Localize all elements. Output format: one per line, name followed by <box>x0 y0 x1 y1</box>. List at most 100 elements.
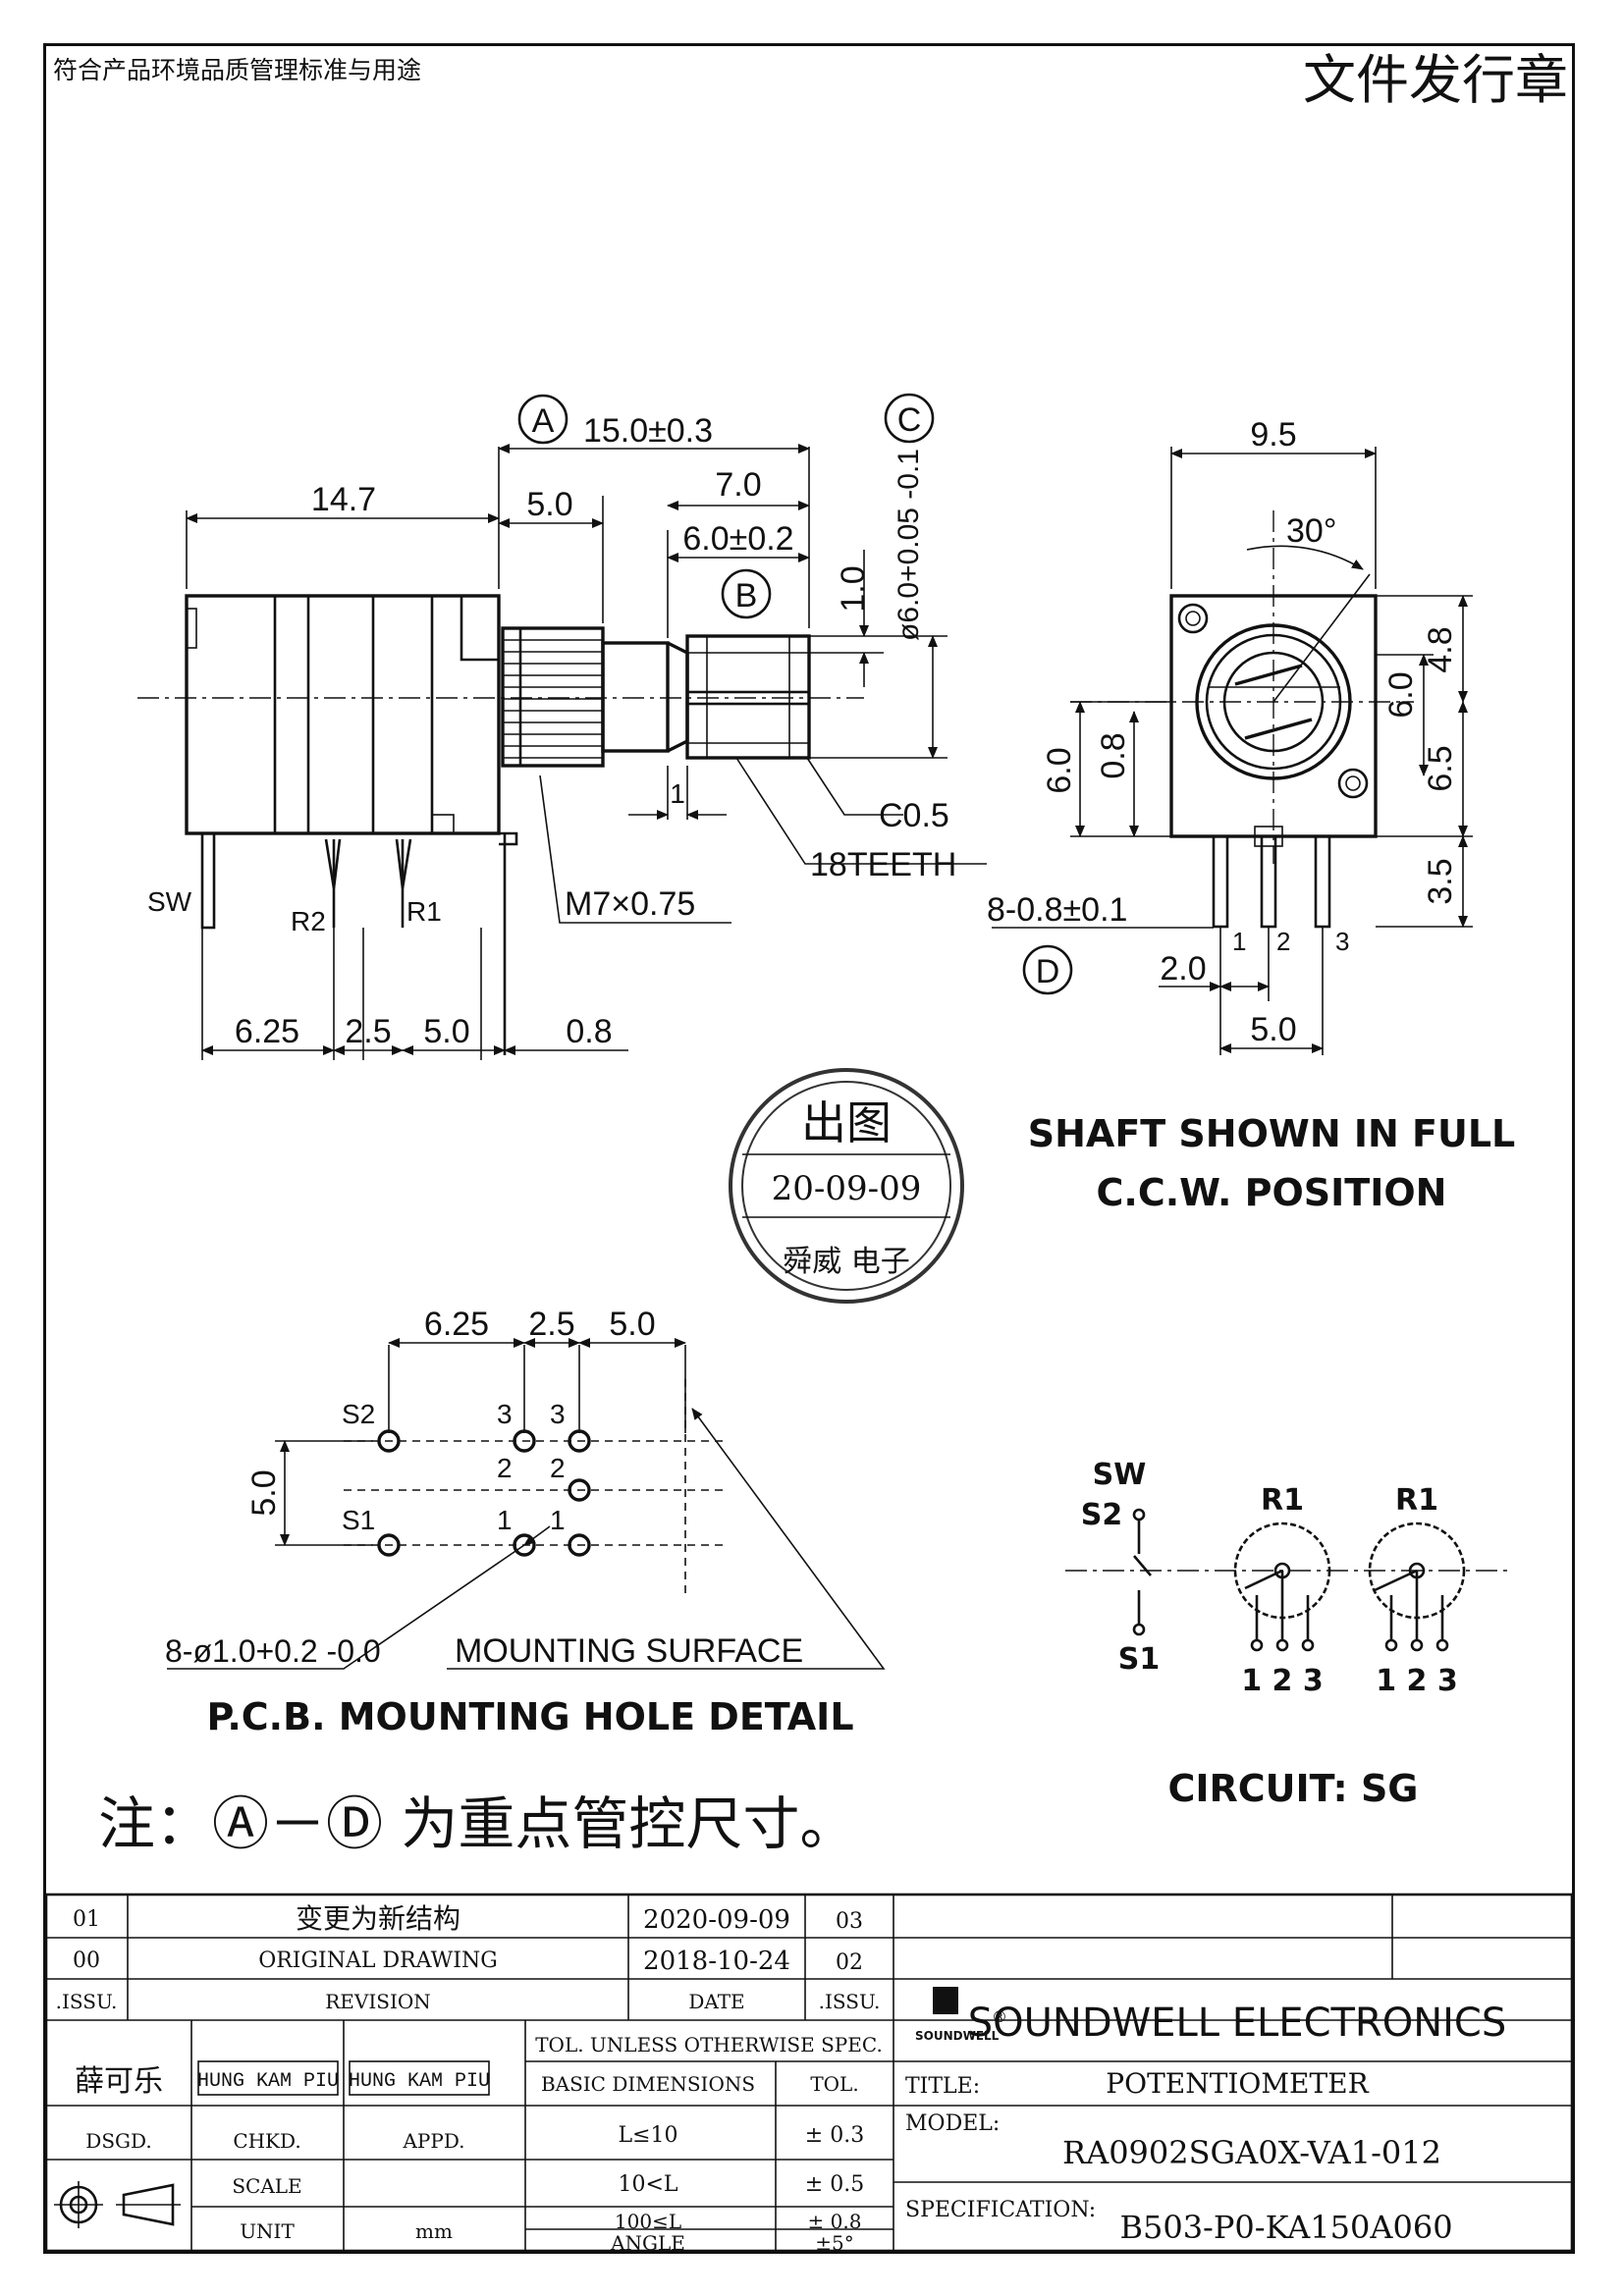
dim-6-0-right: 6.0 <box>1382 671 1420 718</box>
title-label: TITLE: <box>905 2074 980 2099</box>
dim-c-label: C <box>897 401 922 439</box>
mounting-surface: MOUNTING SURFACE <box>455 1632 803 1670</box>
company-name: SOUNDWELL ELECTRONICS <box>968 2001 1507 2046</box>
tol-value-3: ±5° <box>815 2231 853 2255</box>
pin-width: 8-0.8±0.1 <box>987 891 1127 929</box>
dsgd-label: DSGD. <box>85 2129 151 2153</box>
drawing-sheet <box>43 43 1575 2254</box>
hdr-issue: .ISSU. <box>56 1990 118 2013</box>
dim-a-value: 15.0±0.3 <box>583 412 713 450</box>
rev-date-01: 2020-09-09 <box>643 1905 790 1935</box>
rev-issue-01: 01 <box>73 1907 100 1932</box>
rev-desc-01: 变更为新结构 <box>296 1902 460 1935</box>
pitch-6-25: 6.25 <box>235 1013 299 1050</box>
dim-5-0-front: 5.0 <box>1250 1011 1296 1048</box>
tol-range-0: L≤10 <box>618 2123 677 2148</box>
pin-sw-label: SW <box>147 886 192 917</box>
circuit-r1b: R1 <box>1395 1483 1438 1518</box>
model-label: MODEL: <box>905 2111 1000 2136</box>
pcb-1a: 1 <box>497 1505 513 1535</box>
chkd-label: CHKD. <box>233 2129 300 2153</box>
issue-stamp: 出图 20-09-09 舜威 电子 <box>729 1068 964 1304</box>
pcb-s2: S2 <box>342 1399 375 1429</box>
title-value: POTENTIOMETER <box>1106 2067 1369 2100</box>
hdr-revision: REVISION <box>325 1990 431 2013</box>
pitch-2-5: 2.5 <box>345 1013 391 1050</box>
pin-r1-label: R1 <box>406 896 442 927</box>
pcb-1b: 1 <box>550 1505 566 1535</box>
pcb-dim-2-5: 2.5 <box>528 1306 574 1343</box>
pcb-2a: 2 <box>497 1453 513 1483</box>
angle-30: 30° <box>1286 512 1336 550</box>
pin-1-label: 1 <box>1232 927 1246 956</box>
dim-9-5: 9.5 <box>1250 416 1296 454</box>
tol-range-3: ANGLE <box>610 2231 685 2255</box>
unit-value: mm <box>415 2219 453 2243</box>
circuit-s2: S2 <box>1081 1498 1122 1532</box>
dim-5-0: 5.0 <box>526 486 572 523</box>
pcb-hole-spec: 8-ø1.0+0.2 -0.0 <box>165 1633 381 1669</box>
circuit-sw: SW <box>1093 1458 1147 1492</box>
circuit-pins-b: 1 2 3 <box>1376 1664 1458 1698</box>
approver-name: HUNG KAM PIU <box>349 2070 490 2093</box>
dim-14-7: 14.7 <box>311 481 376 518</box>
pcb-detail: 6.25 2.5 5.0 5.0 S2 S1 3 3 2 2 1 1 8-ø1.… <box>165 1306 886 1738</box>
pcb-dim-6-25: 6.25 <box>424 1306 489 1343</box>
circuit-caption: CIRCUIT: SG <box>1168 1767 1419 1810</box>
unit-label: UNIT <box>240 2219 295 2243</box>
tol-value-0: ± 0.3 <box>805 2123 864 2148</box>
tol-value-1: ± 0.5 <box>805 2172 864 2197</box>
compliance-note: 符合产品环境品质管理标准与用途 <box>53 56 421 84</box>
basic-dimensions: BASIC DIMENSIONS <box>541 2072 755 2096</box>
dim-4-8: 4.8 <box>1422 626 1459 672</box>
dim-6-0-tol: 6.0±0.2 <box>682 520 793 558</box>
title-block: 01 变更为新结构 2020-09-09 03 00 ORIGINAL DRAW… <box>44 1893 1574 2255</box>
dim-3-5: 3.5 <box>1422 858 1459 904</box>
thread-hatch <box>503 628 603 766</box>
circuit-s1: S1 <box>1118 1642 1160 1677</box>
rev-date-00: 2018-10-24 <box>643 1947 790 1976</box>
pin-r2-label: R2 <box>291 906 326 936</box>
pcb-s1: S1 <box>342 1505 375 1535</box>
dim-7-0: 7.0 <box>715 466 761 504</box>
dim-1: 1 <box>670 778 685 809</box>
tol-range-1: 10<L <box>618 2172 677 2197</box>
thread-label: M7×0.75 <box>565 885 695 923</box>
rev-next-02: 02 <box>836 1950 863 1975</box>
pcb-dim-5-0-vert: 5.0 <box>245 1469 283 1516</box>
pcb-2b: 2 <box>550 1453 566 1483</box>
teeth-label: 18TEETH <box>810 846 956 883</box>
dim-0-8: 0.8 <box>1095 732 1132 778</box>
spec-value: B503-P0-KA150A060 <box>1119 2209 1452 2246</box>
pin-2-label: 2 <box>1276 927 1290 956</box>
dim-2-0: 2.0 <box>1160 950 1206 988</box>
shaft-note-line2: C.C.W. POSITION <box>1097 1171 1447 1214</box>
circuit-r1a: R1 <box>1261 1483 1304 1518</box>
shaft-note-line1: SHAFT SHOWN IN FULL <box>1028 1112 1516 1155</box>
logo-text: SOUNDWELL <box>915 2029 1000 2043</box>
pcb-dim-5-0: 5.0 <box>609 1306 655 1343</box>
checker-name: HUNG KAM PIU <box>197 2070 339 2093</box>
control-note: 注：Ⓐ－Ⓓ 为重点管控尺寸。 <box>98 1790 856 1857</box>
projection-symbol-icon <box>54 2181 181 2228</box>
rev-issue-00: 00 <box>73 1949 100 1973</box>
appd-label: APPD. <box>402 2129 464 2153</box>
front-view: 30° 1 2 3 9.5 4.8 6.0 6.5 3.5 6.0 0.8 8-… <box>987 416 1473 1055</box>
tol-label: TOL. <box>810 2072 858 2096</box>
pin-3-label: 3 <box>1335 927 1349 956</box>
spec-label: SPECIFICATION: <box>905 2198 1096 2222</box>
stamp-title: 出图 <box>801 1096 892 1149</box>
hdr-issue2: .ISSU. <box>819 1990 881 2013</box>
dim-b-label: B <box>735 577 758 614</box>
registered-mark: ® <box>992 2007 1007 2026</box>
pcb-3a: 3 <box>497 1399 513 1429</box>
side-view: 14.7 5.0 7.0 6.0±0.2 15.0±0.3 A B C 1.0 … <box>137 393 987 1060</box>
dim-6-0-left: 6.0 <box>1041 747 1078 793</box>
pcb-3b: 3 <box>550 1399 566 1429</box>
designer-name: 薛可乐 <box>75 2064 163 2099</box>
dim-6-5: 6.5 <box>1422 745 1459 791</box>
circuit-pins-a: 1 2 3 <box>1241 1664 1324 1698</box>
pcb-caption: P.C.B. MOUNTING HOLE DETAIL <box>206 1695 853 1738</box>
stamp-label: 文件发行章 <box>1303 49 1568 111</box>
